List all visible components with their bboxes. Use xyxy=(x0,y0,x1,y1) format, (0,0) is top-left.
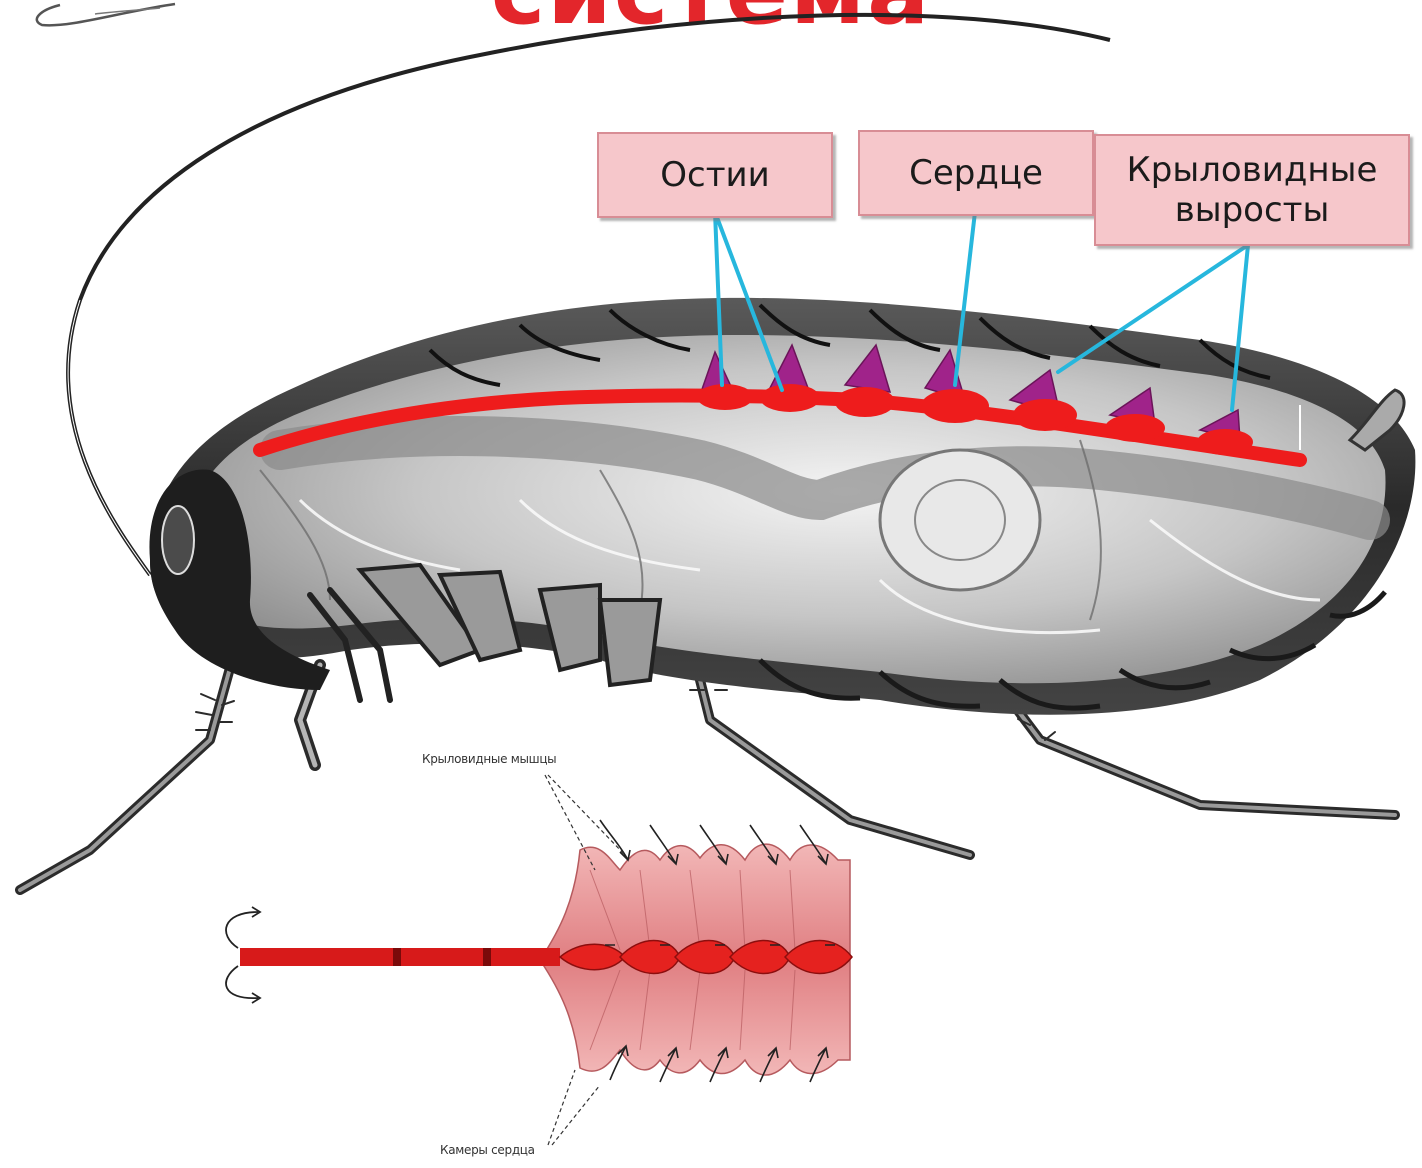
inset-heart-diagram xyxy=(226,775,852,1145)
label-heart: Сердце xyxy=(858,130,1094,216)
inset-label-heart-chambers: Камеры сердца xyxy=(440,1143,535,1157)
inset-label-alary-muscles: Крыловидные мышцы xyxy=(422,752,556,766)
label-alary-line2: выросты xyxy=(1175,190,1330,230)
label-alary: Крыловидные выросты xyxy=(1094,134,1410,246)
label-heart-text: Сердце xyxy=(909,153,1043,193)
label-ostia: Остии xyxy=(597,132,833,218)
antenna-scribble xyxy=(37,4,175,25)
label-alary-line1: Крыловидные xyxy=(1127,150,1378,190)
label-ostia-text: Остии xyxy=(660,155,769,195)
